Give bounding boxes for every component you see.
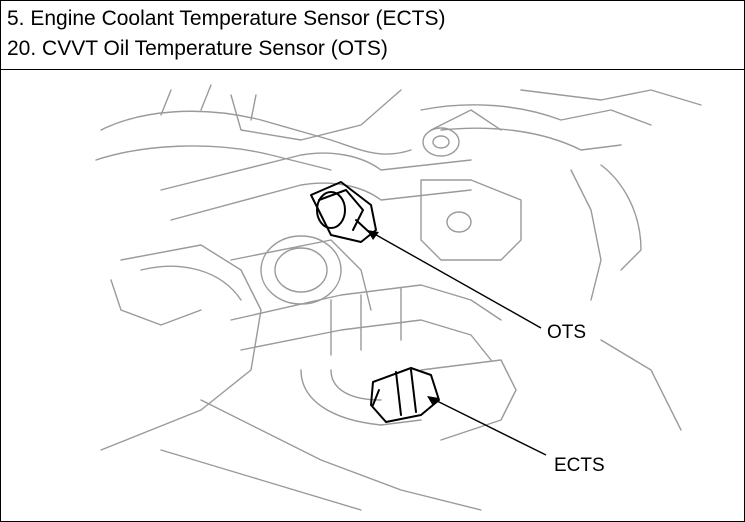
background-engine-parts (95, 84, 702, 511)
caption-ects: 5. Engine Coolant Temperature Sensor (EC… (7, 7, 446, 30)
engine-illustration: OTS ECTS (1, 70, 744, 521)
engine-line-drawing (95, 84, 702, 511)
ects-arrowhead (427, 396, 439, 406)
ects-sensor (370, 367, 440, 423)
ots-leader-line (370, 231, 542, 329)
ots-arrowhead (367, 230, 379, 240)
leader-lines (370, 231, 547, 456)
ects-callout-label: ECTS (554, 455, 605, 476)
caption-ots: 20. CVVT Oil Temperature Sensor (OTS) (7, 37, 388, 60)
ots-callout-label: OTS (547, 322, 587, 343)
ots-sensor (310, 181, 377, 243)
caption-header: 5. Engine Coolant Temperature Sensor (EC… (1, 1, 744, 70)
ects-leader-line (430, 397, 547, 456)
leader-arrows (367, 230, 439, 406)
